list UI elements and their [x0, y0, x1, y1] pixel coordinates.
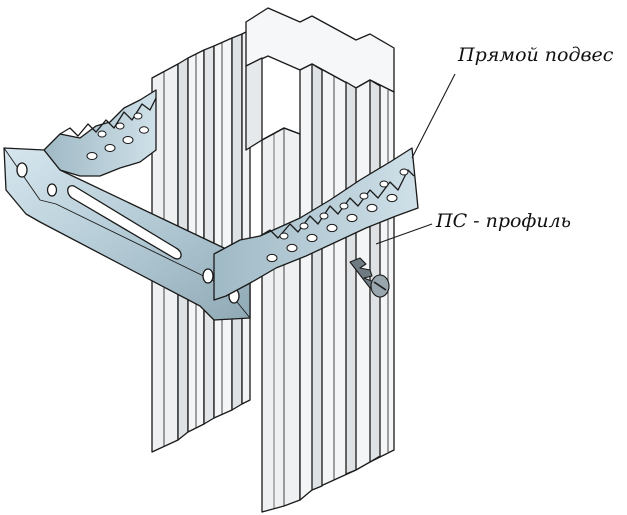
- hanger-left-wing: [43, 89, 157, 177]
- label-hanger: Прямой подвес: [458, 44, 614, 66]
- leader-profile: [375, 223, 433, 245]
- leader-lines: [375, 73, 456, 245]
- hanger-right-wing: [213, 147, 419, 301]
- label-profile: ПС - профиль: [436, 210, 571, 232]
- leader-hanger: [411, 73, 456, 159]
- hanger-main-strip: [3, 147, 251, 321]
- screw: [349, 257, 390, 298]
